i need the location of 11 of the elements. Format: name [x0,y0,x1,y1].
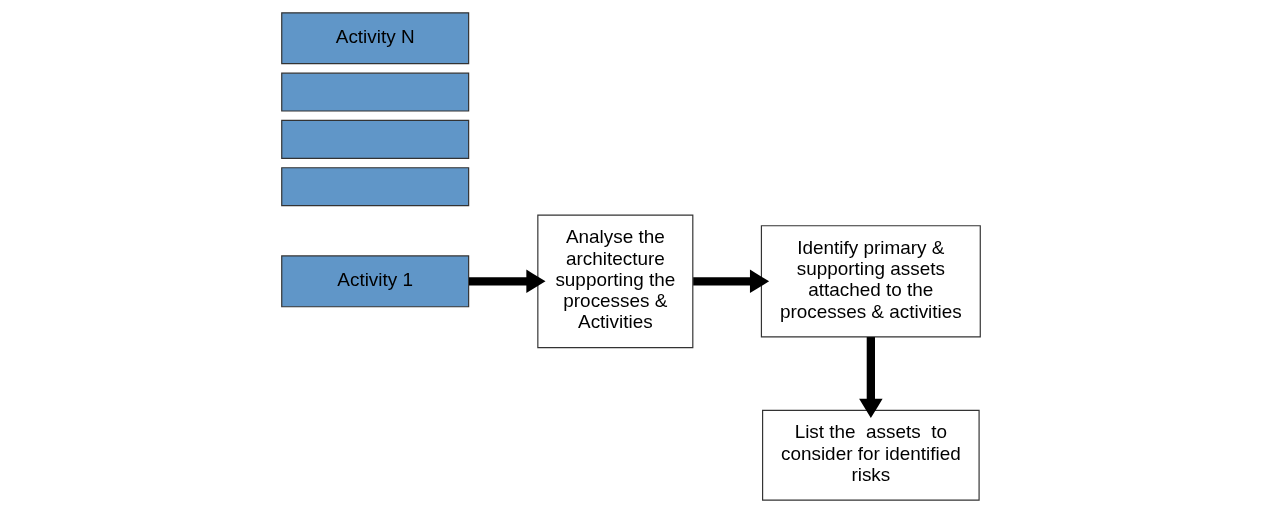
node-box [280,167,469,207]
arrow [468,269,545,294]
arrow [858,337,883,418]
node-box: List the assets to consider for identified risks [761,409,980,501]
node-box: Analyse the architecture supporting the processes & Activities [536,214,693,349]
node-box [280,72,469,112]
arrow [692,269,769,294]
node-box: Activity 1 [280,255,469,308]
node-box: Identify primary & supporting assets attached to the processes & activities [760,225,981,338]
node-box [280,119,469,159]
node-box: Activity N [280,12,469,65]
